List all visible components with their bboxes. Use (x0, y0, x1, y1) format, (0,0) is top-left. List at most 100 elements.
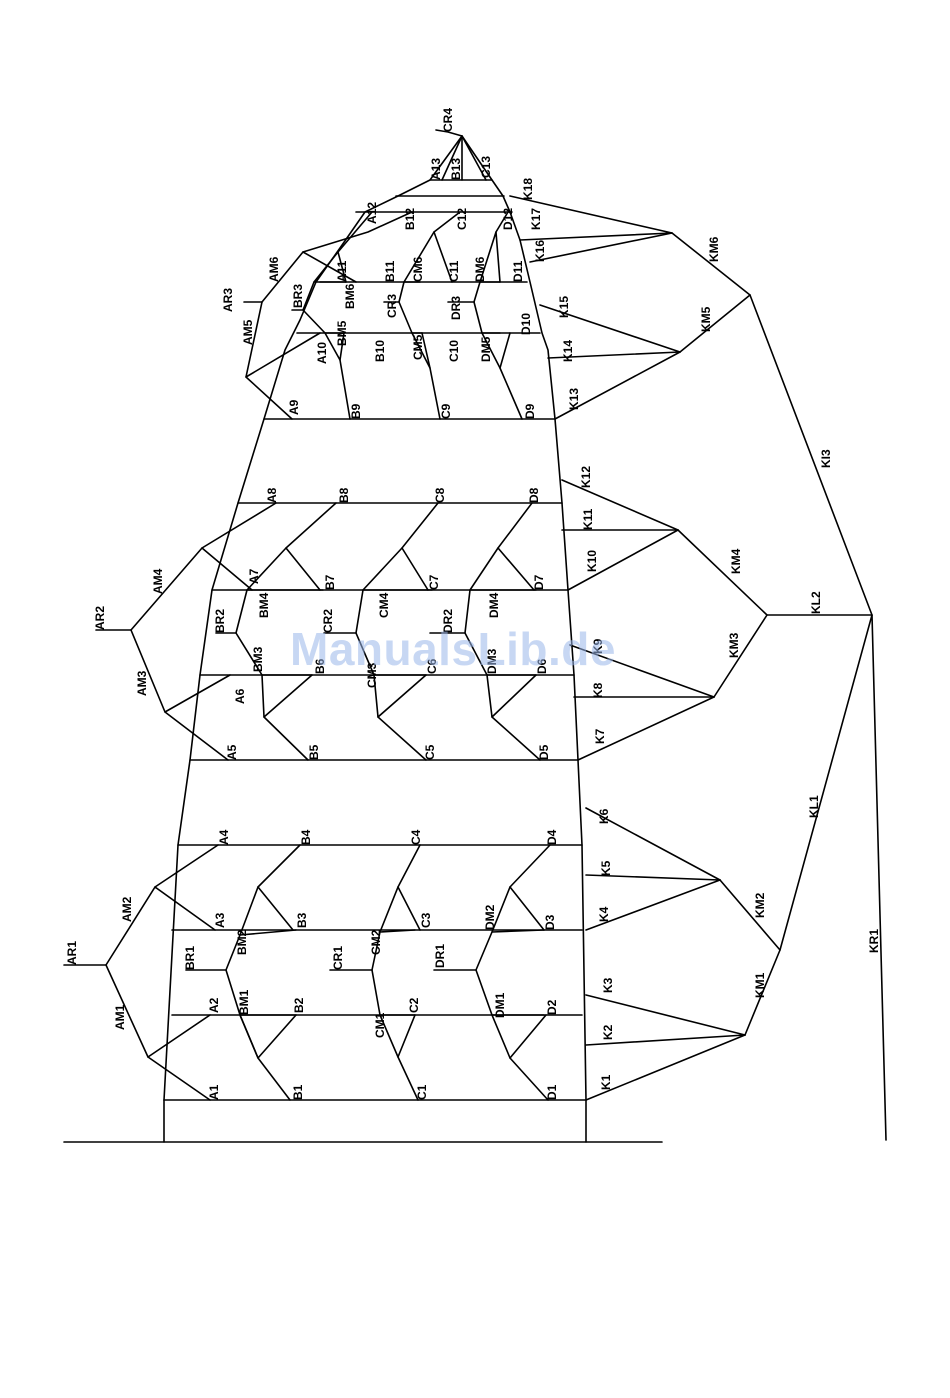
label-cm5: CM5 (411, 334, 425, 360)
label-b3: B3 (295, 912, 309, 928)
wire-segment-114 (461, 135, 487, 181)
wire-segment-108 (539, 304, 681, 353)
wire-segment-39 (491, 1014, 549, 1101)
label-cm4: CM4 (377, 592, 391, 618)
wire-segment-112 (671, 232, 751, 353)
wire-segment-43 (585, 1034, 746, 1101)
watermark: ManualsLib.de (290, 623, 616, 675)
label-d6: D6 (535, 658, 549, 674)
wire-segment-25 (185, 929, 297, 971)
label-km3: KM3 (727, 632, 741, 658)
label-am2: AM2 (120, 896, 134, 922)
label-c2: C2 (407, 997, 421, 1013)
wire-segment-101 (473, 281, 501, 303)
wire-segment-40 (509, 1014, 547, 1059)
wire-segment-31 (329, 929, 416, 971)
wire-segment-58 (263, 674, 313, 718)
wire-segment-81 (779, 614, 873, 951)
wire-segment-21 (105, 964, 211, 1101)
wire-segment-66 (401, 547, 429, 591)
label-k10: K10 (585, 550, 599, 572)
label-c6: C6 (425, 658, 439, 674)
wire-segment-88 (291, 309, 345, 334)
wire-segment-63 (373, 674, 427, 761)
wire-segment-105 (495, 231, 501, 283)
diagram-lines (63, 129, 887, 1143)
label-a6: A6 (233, 688, 247, 704)
label-d1: D1 (545, 1084, 559, 1100)
wire-segment-60 (285, 547, 321, 591)
label-k13: K13 (567, 388, 581, 410)
label-cr1: CR1 (331, 946, 345, 970)
wire-segment-99 (433, 231, 453, 283)
label-a5: A5 (225, 744, 239, 760)
label-a4: A4 (217, 829, 231, 845)
diagram-labels: AR1AM1AM2A1A2A3A4BR1BM1BM2B1B2B3B4CR1CM1… (65, 108, 881, 1100)
label-k12: K12 (579, 466, 593, 488)
label-bm2: BM2 (235, 929, 249, 955)
wire-segment-47 (585, 874, 721, 881)
wire-segment-30 (257, 886, 294, 931)
label-d2: D2 (545, 999, 559, 1015)
wire-segment-45 (585, 994, 746, 1036)
label-cr4: CR4 (441, 108, 455, 132)
label-am6: AM6 (267, 256, 281, 282)
label-k3: K3 (601, 977, 615, 993)
label-dr2: DR2 (441, 609, 455, 633)
wire-segment-61 (323, 632, 427, 676)
wire-segment-103 (499, 332, 511, 369)
label-d8: D8 (527, 487, 541, 503)
wire-segment-37 (433, 929, 545, 971)
label-k4: K4 (597, 906, 611, 922)
label-a1: A1 (207, 1084, 221, 1100)
label-am4: AM4 (151, 568, 165, 594)
wire-segment-3 (163, 135, 463, 1101)
label-dm1: DM1 (493, 992, 507, 1018)
wire-segment-70 (491, 674, 537, 718)
wire-segment-41 (491, 844, 551, 933)
label-k17: K17 (529, 208, 543, 230)
wire-segment-73 (577, 696, 715, 761)
label-c5: C5 (423, 744, 437, 760)
wire-segment-27 (239, 1014, 291, 1101)
label-cm1: CM1 (373, 1012, 387, 1038)
label-kl1: KL1 (807, 795, 821, 818)
label-cr3: CR3 (385, 294, 399, 318)
label-b1: B1 (291, 1084, 305, 1100)
wire-segment-72 (497, 547, 535, 591)
label-bm1: BM1 (237, 989, 251, 1015)
wire-segment-106 (554, 351, 681, 420)
label-d5: D5 (537, 744, 551, 760)
label-bm6: BM6 (343, 283, 357, 309)
label-b13: B13 (449, 158, 463, 180)
label-br1: BR1 (183, 946, 197, 970)
label-d4: D4 (545, 829, 559, 845)
wire-segment-28 (239, 1014, 297, 1059)
label-dr1: DR1 (433, 944, 447, 968)
label-dr3: DR3 (449, 296, 463, 320)
wire-segment-53 (164, 674, 231, 713)
label-k5: K5 (599, 860, 613, 876)
label-b7: B7 (323, 574, 337, 590)
label-k15: K15 (557, 296, 571, 318)
wire-segment-100 (447, 301, 501, 334)
wire-segment-38 (475, 969, 545, 1016)
label-km1: KM1 (753, 972, 767, 998)
label-d7: D7 (532, 574, 546, 590)
wire-segment-86 (245, 332, 321, 378)
label-dm4: DM4 (487, 592, 501, 618)
label-a12: A12 (365, 202, 379, 224)
wire-segment-42 (509, 886, 545, 931)
label-d9: D9 (523, 403, 537, 419)
label-ar1: AR1 (65, 941, 79, 965)
wire-segment-94 (383, 301, 423, 334)
wire-segment-44 (585, 1034, 746, 1046)
label-c13: C13 (479, 156, 493, 178)
label-b4: B4 (299, 829, 313, 845)
label-k16: K16 (533, 240, 547, 262)
wire-segment-82 (749, 294, 887, 1141)
label-km2: KM2 (753, 892, 767, 918)
wire-segment-5 (435, 129, 463, 137)
wire-segment-110 (519, 232, 673, 241)
label-bm4: BM4 (257, 592, 271, 618)
